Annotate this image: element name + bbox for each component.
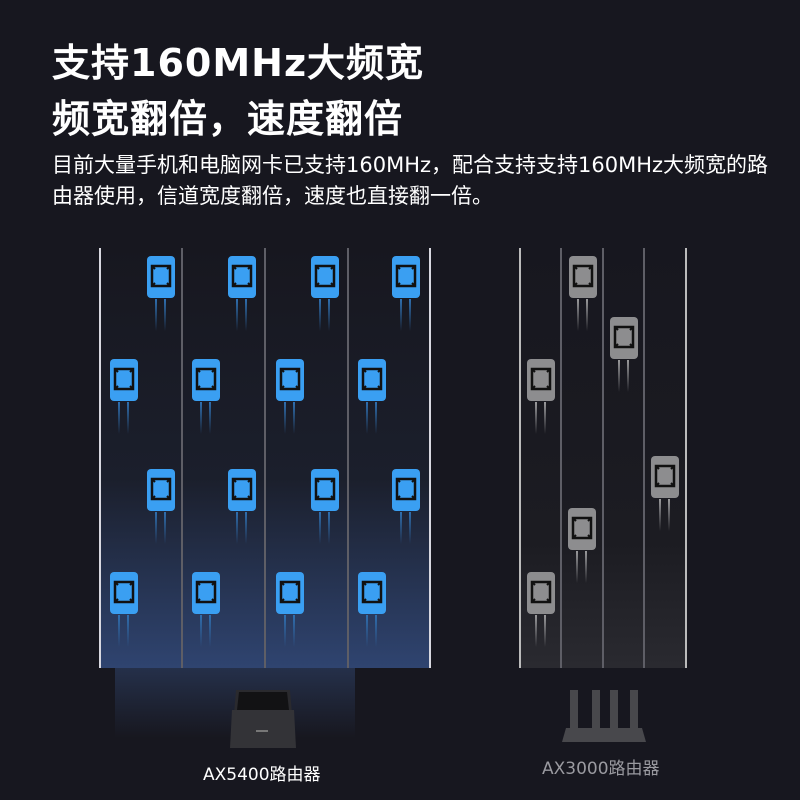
lane-divider <box>347 248 349 668</box>
car-icon <box>147 469 175 544</box>
lane-divider <box>429 248 431 668</box>
title-line-1: 支持160MHz大频宽 <box>52 41 425 85</box>
car-icon <box>358 359 386 434</box>
car-icon <box>192 572 220 647</box>
car-icon <box>311 469 339 544</box>
car-icon <box>392 469 420 544</box>
lane-divider <box>602 248 604 668</box>
lane-divider <box>685 248 687 668</box>
ax5400-router-image <box>230 690 296 748</box>
lane-divider <box>519 248 521 668</box>
lane-divider <box>264 248 266 668</box>
description: 目前大量手机和电脑网卡已支持160MHz，配合支持支持160MHz大频宽的路由器… <box>52 153 769 208</box>
car-icon <box>311 256 339 331</box>
car-icon <box>147 256 175 331</box>
ax3000-router-image <box>562 690 646 742</box>
ax3000-lanes-panel <box>519 248 687 668</box>
car-icon <box>228 256 256 331</box>
car-icon <box>276 572 304 647</box>
lane-divider <box>560 248 562 668</box>
car-icon <box>276 359 304 434</box>
car-icon <box>527 359 555 434</box>
ax5400-lanes-panel <box>99 248 431 668</box>
car-icon <box>569 256 597 331</box>
ax5400-label: AX5400路由器 <box>203 765 321 785</box>
car-icon <box>610 317 638 392</box>
car-icon <box>110 359 138 434</box>
car-icon <box>568 508 596 583</box>
car-icon <box>358 572 386 647</box>
lane-divider <box>181 248 183 668</box>
car-icon <box>392 256 420 331</box>
ax3000-label: AX3000路由器 <box>542 759 660 779</box>
car-icon <box>228 469 256 544</box>
title-line-2: 频宽翻倍，速度翻倍 <box>52 97 404 141</box>
car-icon <box>527 572 555 647</box>
lane-divider <box>643 248 645 668</box>
lane-divider <box>99 248 101 668</box>
car-icon <box>110 572 138 647</box>
car-icon <box>192 359 220 434</box>
car-icon <box>651 456 679 531</box>
